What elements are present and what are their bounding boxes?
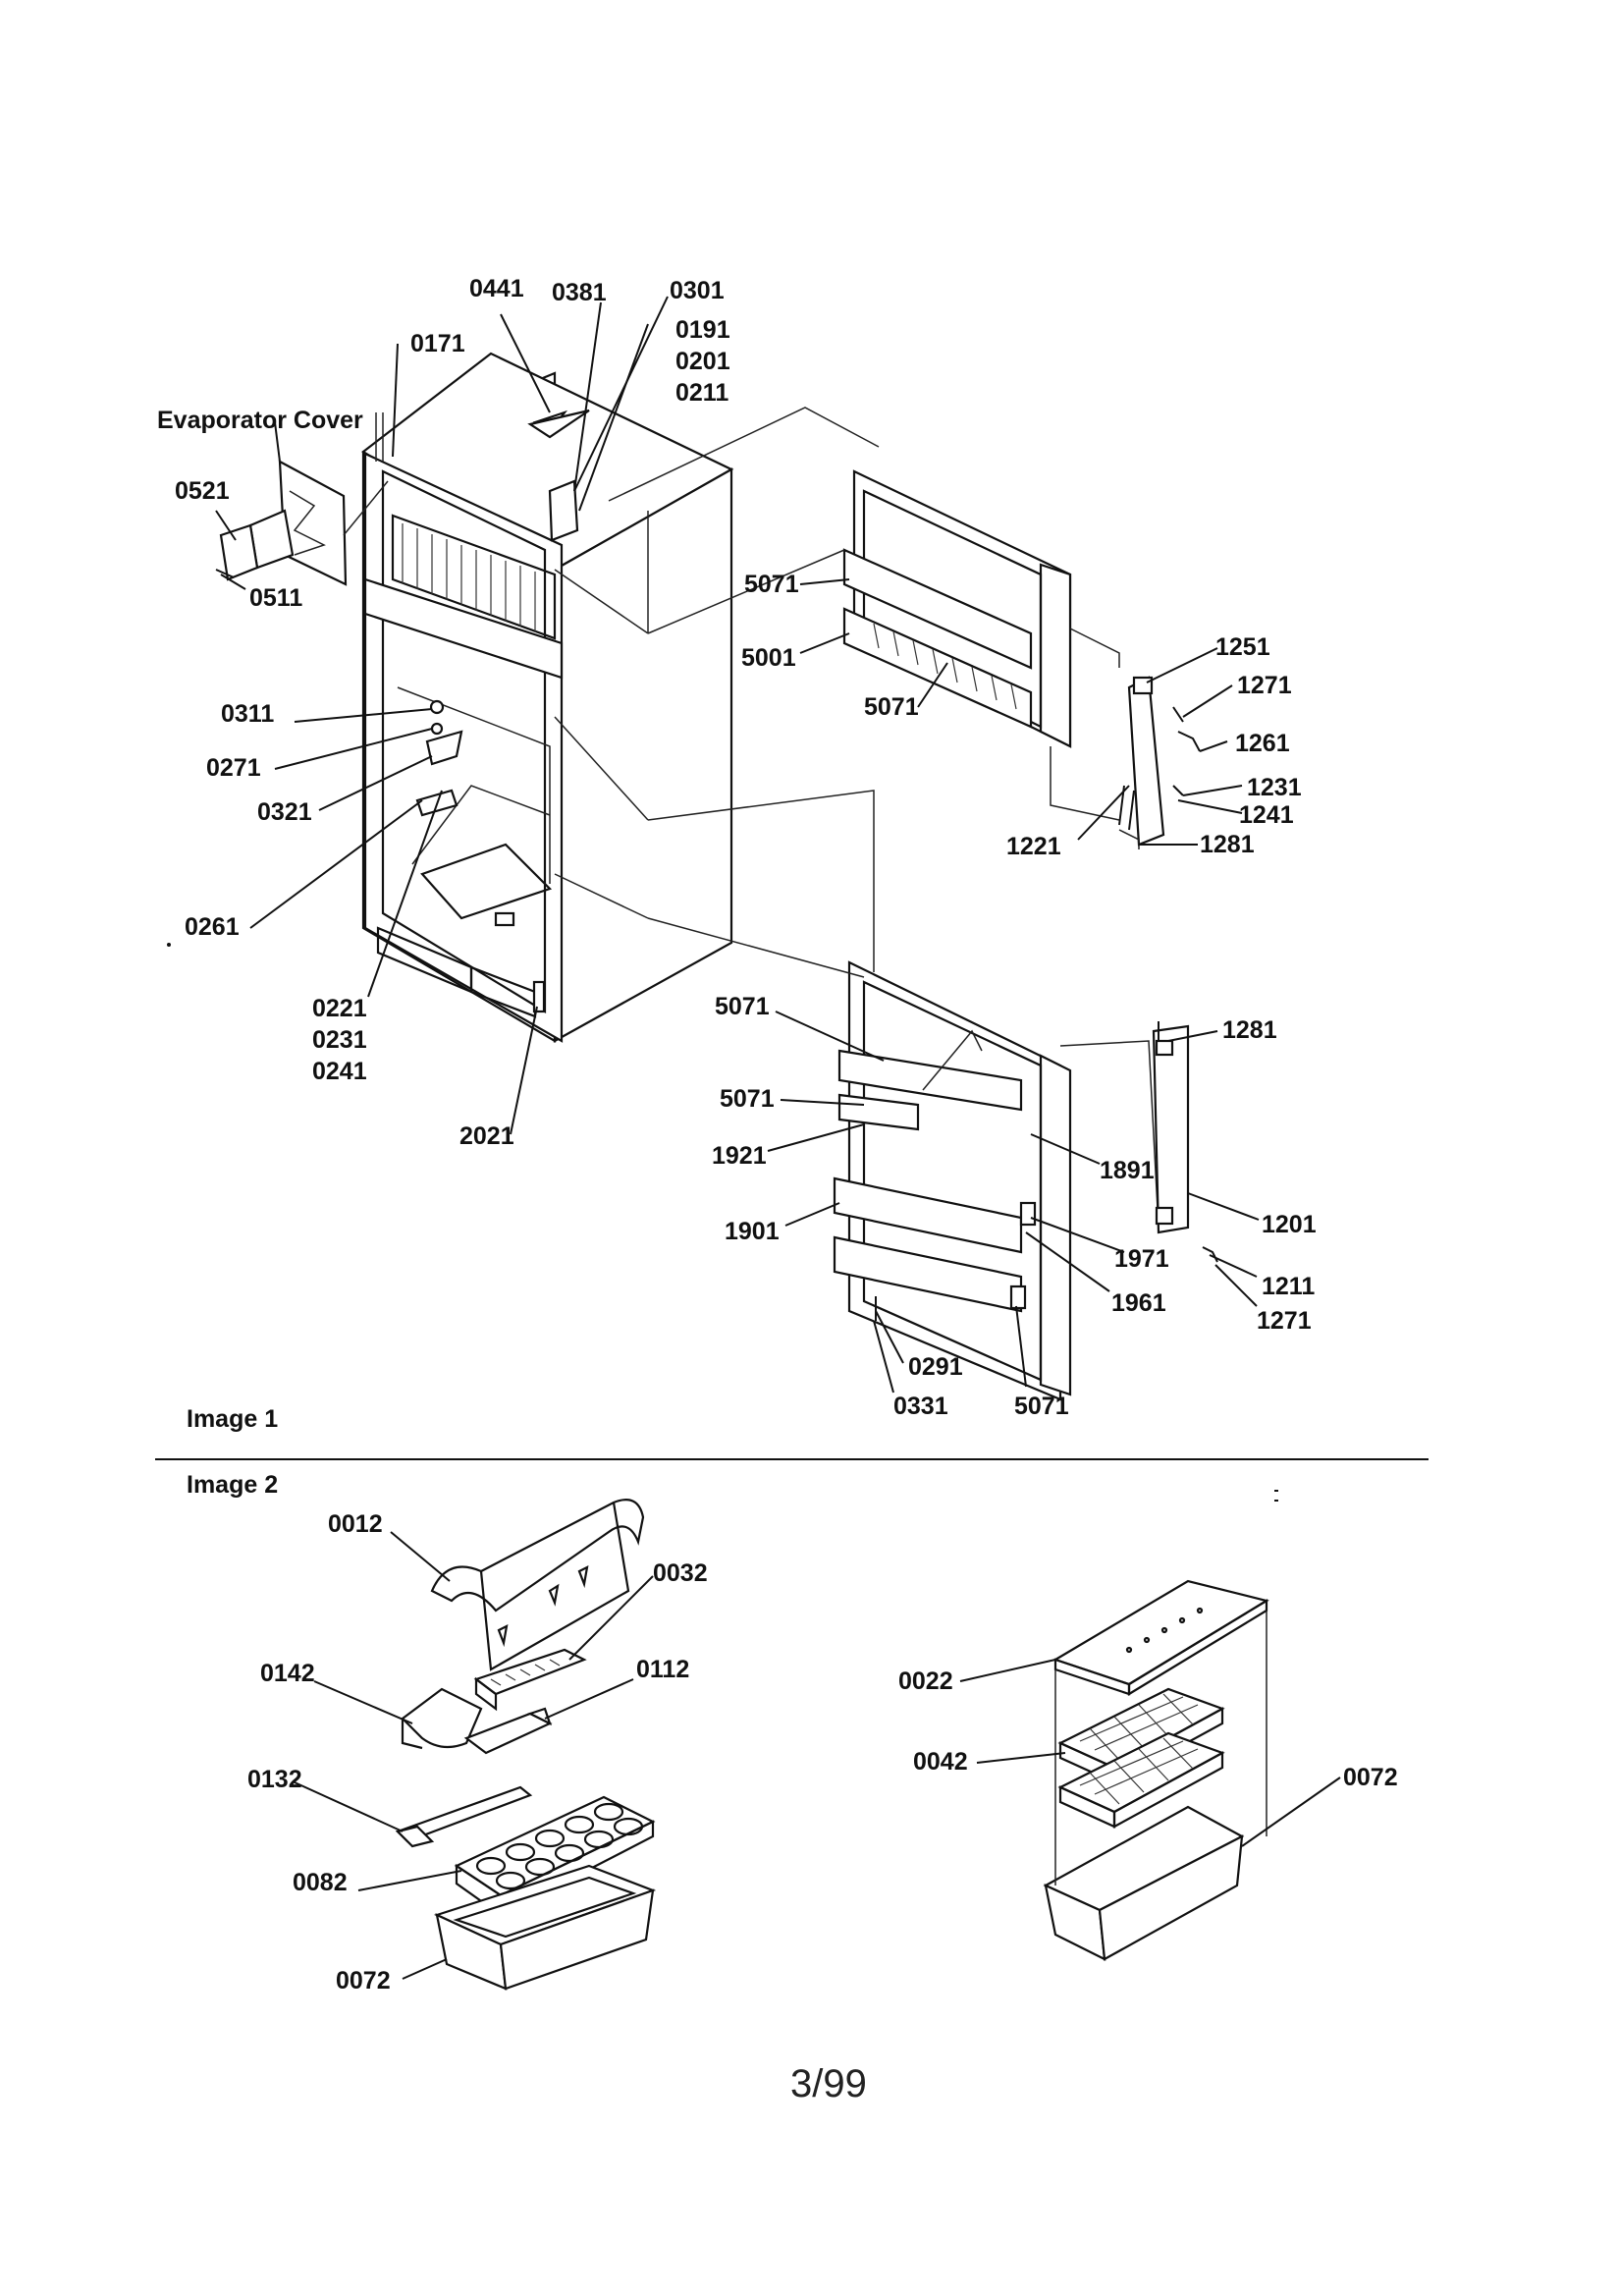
- callout-0241: 0241: [312, 1058, 367, 1085]
- callout-5071-c: 5071: [715, 993, 770, 1020]
- evaporator-cover-label: Evaporator Cover: [157, 407, 363, 434]
- callout-5071-b: 5071: [864, 693, 919, 721]
- callout-0231: 0231: [312, 1026, 367, 1054]
- callout-1211: 1211: [1262, 1273, 1315, 1300]
- callout-1261: 1261: [1235, 730, 1290, 757]
- callout-0301: 0301: [670, 277, 725, 304]
- callout-1221: 1221: [1006, 833, 1061, 860]
- callout-0171: 0171: [410, 330, 465, 357]
- callout-0331: 0331: [893, 1393, 948, 1420]
- lower-hinge-parts: [875, 1021, 1218, 1321]
- callout-0441: 0441: [469, 275, 524, 302]
- callout-labels-image1: 0441 0381 0301 0191 0201 0211 0171 Evapo…: [157, 275, 1317, 1420]
- callout-1961: 1961: [1111, 1289, 1166, 1317]
- callout-5071-e: 5071: [1014, 1393, 1069, 1420]
- callout-2021: 2021: [459, 1122, 514, 1150]
- callout-0221: 0221: [312, 995, 367, 1022]
- callout-1271-a: 1271: [1237, 672, 1292, 699]
- callout-0022: 0022: [898, 1667, 953, 1695]
- callout-1901: 1901: [725, 1218, 780, 1245]
- callout-0112: 0112: [636, 1656, 689, 1683]
- ice-tray-drawing: [1043, 1579, 1269, 1961]
- callout-1251: 1251: [1215, 633, 1270, 661]
- callout-0521: 0521: [175, 477, 230, 505]
- callout-5071-a: 5071: [744, 571, 799, 598]
- callout-0291: 0291: [908, 1353, 963, 1381]
- callout-1971: 1971: [1114, 1245, 1169, 1273]
- callout-0311: 0311: [221, 700, 274, 728]
- callout-0032: 0032: [653, 1559, 708, 1587]
- freezer-door: [842, 469, 1120, 821]
- image1-caption: Image 1: [187, 1405, 278, 1433]
- evaporator-cover: [215, 412, 384, 586]
- callout-0511: 0511: [249, 584, 302, 612]
- callout-labels-image2: 0012 0032 0142 0112 0132 0082 0072 0022 …: [247, 1510, 1398, 1995]
- callout-1891: 1891: [1100, 1157, 1155, 1184]
- callout-0381: 0381: [552, 279, 607, 306]
- callout-1281-b: 1281: [1222, 1016, 1277, 1044]
- upper-hinge-parts: [1118, 676, 1201, 849]
- page-number: 3/99: [790, 2062, 867, 2105]
- leader-lines-image1: [215, 296, 1260, 1394]
- callout-0072-a: 0072: [336, 1967, 391, 1995]
- callout-1241: 1241: [1239, 801, 1294, 829]
- callout-0271: 0271: [206, 754, 261, 782]
- callout-5001: 5001: [741, 644, 796, 672]
- callout-0211: 0211: [675, 379, 728, 407]
- callout-1201: 1201: [1262, 1211, 1317, 1238]
- callout-0012: 0012: [328, 1510, 383, 1538]
- callout-0142: 0142: [260, 1660, 315, 1687]
- callout-1921: 1921: [712, 1142, 767, 1170]
- callout-0191: 0191: [675, 316, 730, 344]
- callout-0321: 0321: [257, 798, 312, 826]
- callout-0201: 0201: [675, 348, 730, 375]
- image2-caption: Image 2: [187, 1471, 278, 1499]
- assembly-lines: [343, 407, 880, 978]
- callout-1231: 1231: [1247, 774, 1302, 801]
- stray-dot: [167, 943, 171, 947]
- callout-0042: 0042: [913, 1748, 968, 1776]
- cabinet-drawing: [361, 352, 734, 1043]
- ice-maker-drawing: [395, 1499, 657, 1991]
- callout-0132: 0132: [247, 1766, 302, 1793]
- callout-1281-a: 1281: [1200, 831, 1255, 858]
- fresh-food-door: [833, 960, 1160, 1401]
- callout-0072-b: 0072: [1343, 1764, 1398, 1791]
- callout-5071-d: 5071: [720, 1085, 775, 1113]
- callout-0082: 0082: [293, 1869, 348, 1896]
- callout-1271-b: 1271: [1257, 1307, 1312, 1335]
- leader-lines-image2: [294, 1531, 1341, 1980]
- callout-0261: 0261: [185, 913, 240, 941]
